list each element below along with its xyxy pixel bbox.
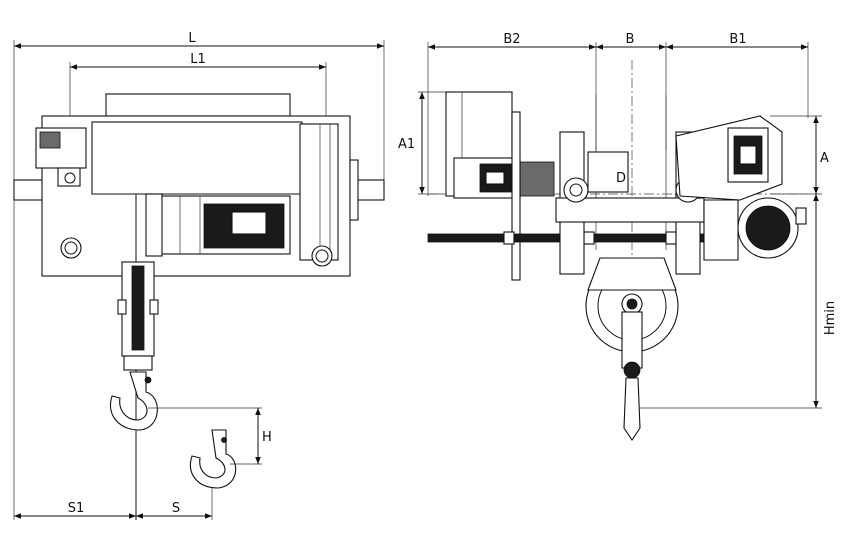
dim-label-s1: S1 (68, 501, 85, 516)
dim-label-b2: B2 (503, 32, 520, 47)
hook-lower (190, 429, 237, 489)
dim-label-b: B (626, 32, 635, 47)
wheel-hub-left (60, 237, 82, 259)
side-hook (621, 311, 643, 441)
dim-label-s: S (172, 501, 180, 516)
dimension-s1-s: S1 S (13, 200, 213, 520)
rope-drum (585, 257, 679, 353)
side-control-box (675, 115, 783, 201)
dimension-h: H (148, 407, 272, 465)
side-view: B2 B B1 A1 A Hmin (398, 32, 838, 441)
hook-block (117, 261, 159, 371)
wheel-hub-right (311, 245, 333, 267)
drum-brake (703, 197, 807, 261)
dim-label-a1: A1 (398, 137, 415, 152)
dim-label-b1: B1 (729, 32, 746, 47)
top-cover (105, 93, 291, 117)
travel-motor (445, 91, 555, 281)
dimension-l: L (13, 31, 385, 180)
dim-label-a: A (820, 151, 829, 166)
dim-label-d: D (616, 171, 626, 186)
hoist-motor (145, 193, 291, 257)
hook-upper (110, 371, 158, 431)
dim-label-h: H (262, 430, 272, 445)
front-view: L L1 (13, 31, 385, 520)
dimension-a1: A1 (398, 91, 446, 195)
dim-label-l1: L1 (190, 52, 206, 67)
dim-label-hmin: Hmin (823, 301, 838, 335)
control-box (35, 127, 87, 187)
dim-label-l: L (188, 31, 196, 46)
dimension-hmin: Hmin (640, 194, 838, 409)
